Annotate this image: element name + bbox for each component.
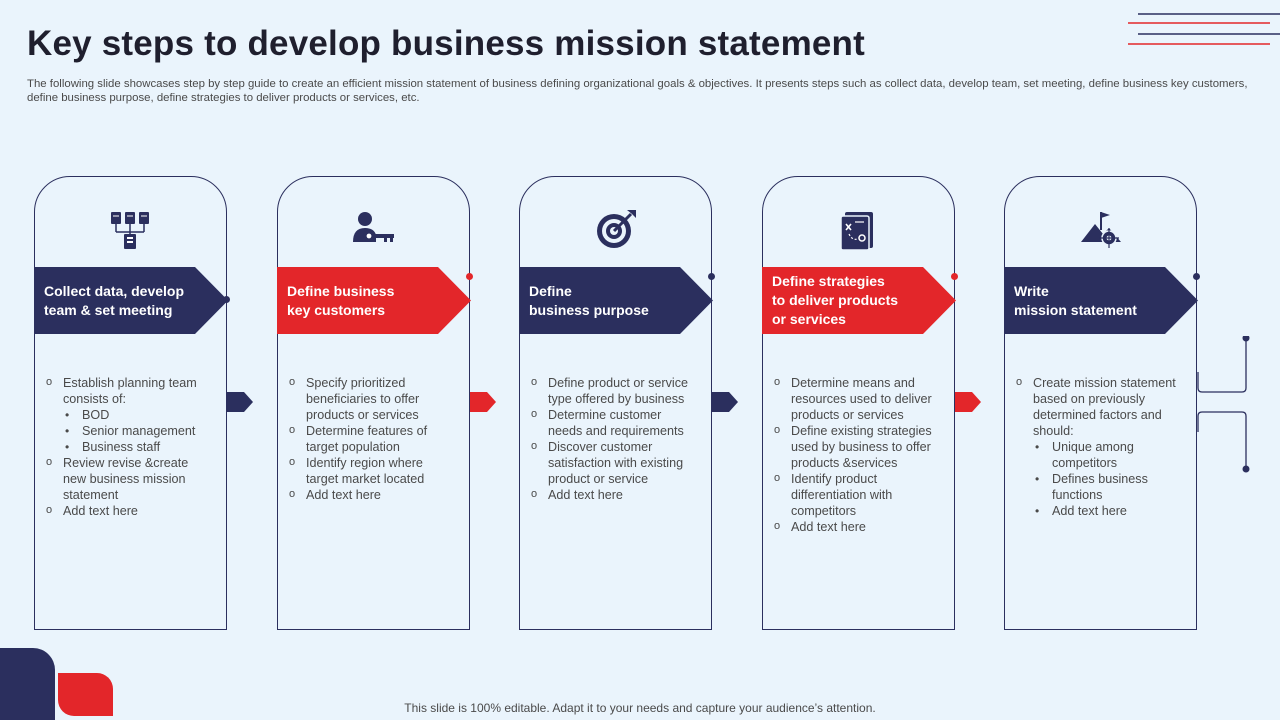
step-detail-item: Unique among competitors bbox=[1014, 439, 1184, 471]
target-arrow-icon bbox=[594, 208, 638, 252]
step-detail-item: Identify region where target market loca… bbox=[287, 454, 457, 487]
step-heading-arrow-tip bbox=[437, 267, 471, 334]
step-detail-item: BOD bbox=[44, 407, 214, 423]
step-detail-item: Identify product differentiation with co… bbox=[772, 470, 942, 519]
step-heading: Write mission statement bbox=[1014, 282, 1137, 318]
step-detail-item: Add text here bbox=[529, 486, 699, 503]
step-detail-item: Add text here bbox=[44, 502, 214, 519]
page-subtitle: The following slide showcases step by st… bbox=[27, 78, 1248, 104]
step-heading-banner: Define business key customers bbox=[277, 267, 438, 334]
step-detail-item: Add text here bbox=[772, 518, 942, 535]
decorative-lines bbox=[1128, 13, 1280, 45]
step-detail-item: Define product or service type offered b… bbox=[529, 374, 699, 407]
step-heading: Collect data, develop team & set meeting bbox=[44, 282, 185, 318]
corner-decoration-red bbox=[58, 673, 113, 716]
step-connector-dot bbox=[223, 296, 230, 303]
step-heading-banner: Write mission statement bbox=[1004, 267, 1165, 334]
database-network-icon bbox=[109, 208, 153, 252]
step-heading: Define strategies to deliver products or… bbox=[772, 273, 899, 327]
step-details-list: Specify prioritized beneficiaries to off… bbox=[287, 374, 457, 503]
step-heading-banner: Define business purpose bbox=[519, 267, 680, 334]
step-heading-banner: Collect data, develop team & set meeting bbox=[34, 267, 195, 334]
step-heading-arrow-tip bbox=[1164, 267, 1198, 334]
step-connector-dot bbox=[1193, 273, 1200, 280]
strategy-board-icon bbox=[837, 208, 881, 252]
step-detail-item: Determine features of target population bbox=[287, 422, 457, 455]
step-detail-item: Specify prioritized beneficiaries to off… bbox=[287, 374, 457, 423]
step-details-list: Create mission statement based on previo… bbox=[1014, 374, 1184, 519]
step-heading-arrow-tip bbox=[922, 267, 956, 334]
step-detail-item: Senior management bbox=[44, 423, 214, 439]
step-detail-item: Determine means and resources used to de… bbox=[772, 374, 942, 423]
person-key-icon bbox=[352, 208, 396, 252]
step-heading-arrow-tip bbox=[679, 267, 713, 334]
end-connector bbox=[1197, 336, 1250, 473]
step-heading-banner: Define strategies to deliver products or… bbox=[762, 267, 923, 334]
step-connector-dot bbox=[951, 273, 958, 280]
step-detail-item: Create mission statement based on previo… bbox=[1014, 374, 1184, 439]
step-detail-item: Defines business functions bbox=[1014, 471, 1184, 503]
step-detail-item: Define existing strategies used by busin… bbox=[772, 422, 942, 471]
step-detail-item: Determine customer needs and requirement… bbox=[529, 406, 699, 439]
step-connector-dot bbox=[708, 273, 715, 280]
step-detail-item: Add text here bbox=[287, 486, 457, 503]
step-transition-arrow bbox=[955, 392, 981, 412]
step-details-list: Establish planning team consists of:BODS… bbox=[44, 374, 214, 519]
step-details-list: Determine means and resources used to de… bbox=[772, 374, 942, 535]
step-details-list: Define product or service type offered b… bbox=[529, 374, 699, 503]
step-connector-dot bbox=[466, 273, 473, 280]
step-transition-arrow bbox=[227, 392, 253, 412]
step-transition-arrow bbox=[712, 392, 738, 412]
step-transition-arrow bbox=[470, 392, 496, 412]
step-detail-item: Add text here bbox=[1014, 503, 1184, 519]
footer-note: This slide is 100% editable. Adapt it to… bbox=[404, 701, 876, 715]
step-detail-item: Business staff bbox=[44, 439, 214, 455]
mountain-flag-icon bbox=[1079, 208, 1123, 252]
corner-decoration-navy bbox=[0, 648, 55, 720]
step-detail-item: Review revise &create new business missi… bbox=[44, 454, 214, 503]
page-title: Key steps to develop business mission st… bbox=[27, 24, 865, 63]
step-heading-arrow-tip bbox=[194, 267, 228, 334]
step-heading: Define business key customers bbox=[287, 282, 395, 318]
step-detail-item: Discover customer satisfaction with exis… bbox=[529, 438, 699, 487]
step-detail-item: Establish planning team consists of: bbox=[44, 374, 214, 407]
step-heading: Define business purpose bbox=[529, 282, 649, 318]
